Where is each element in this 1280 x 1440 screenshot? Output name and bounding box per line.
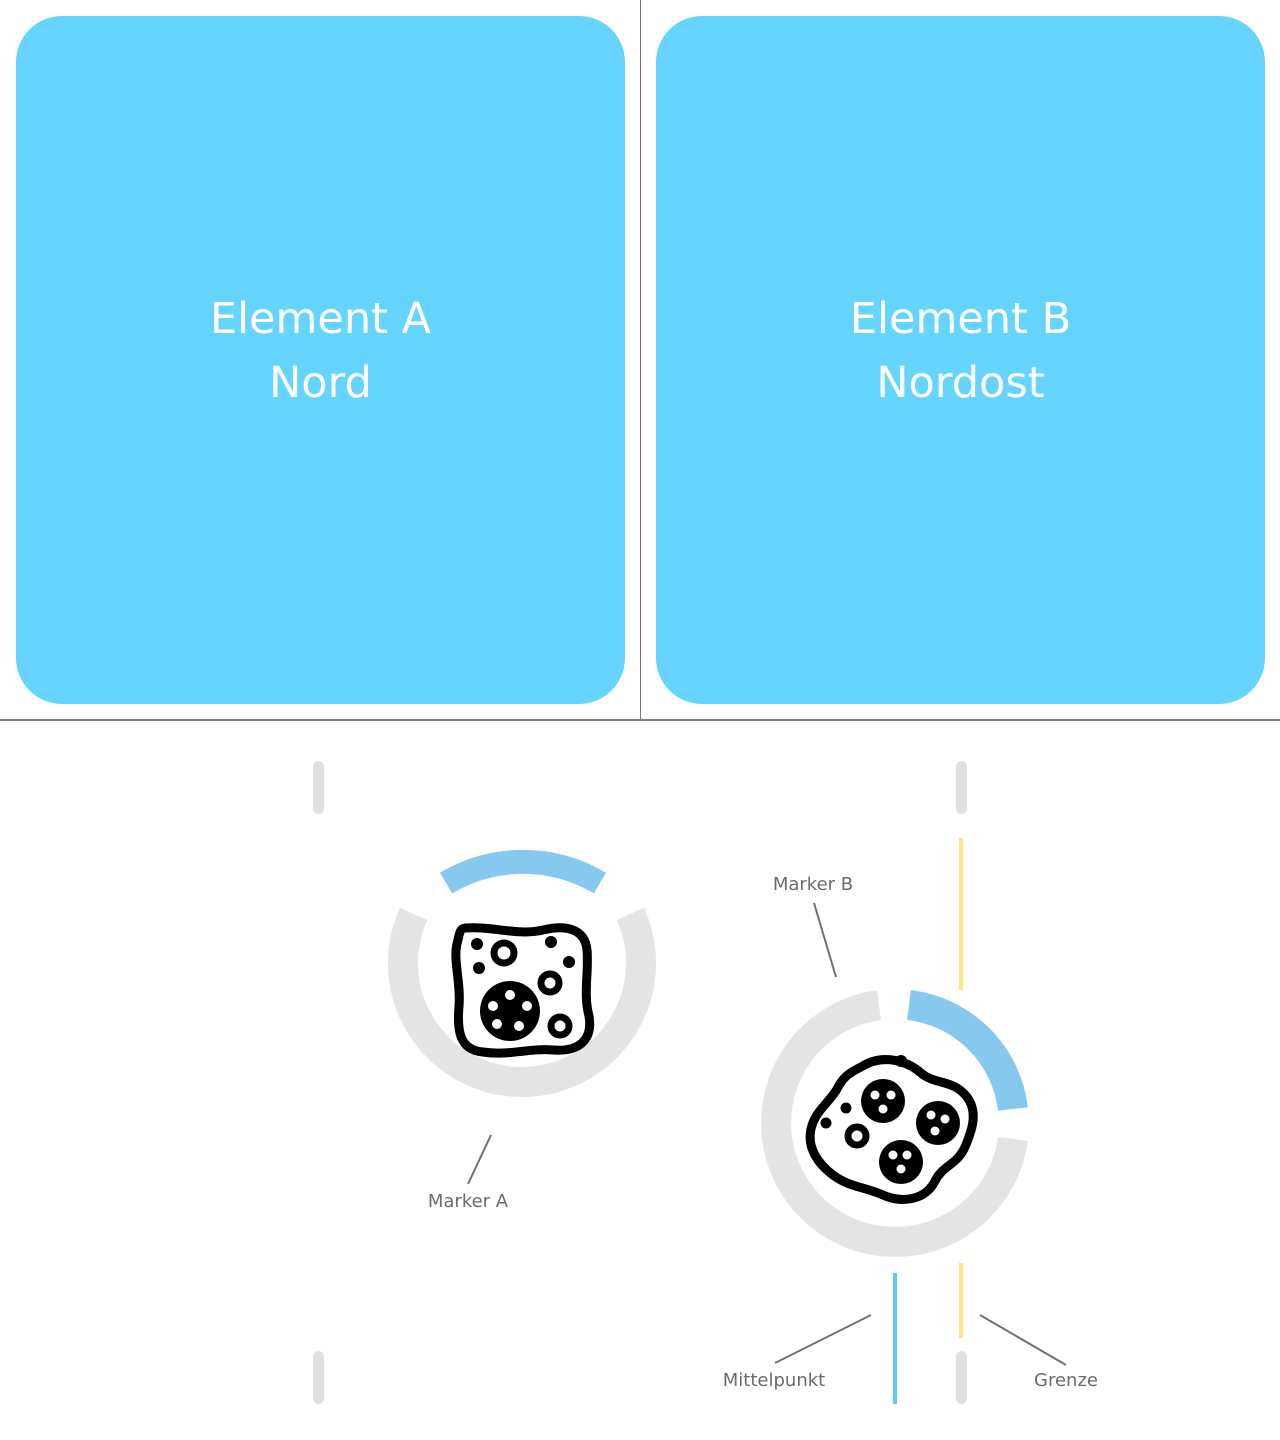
card-element-a-text: Element A Nord [210, 287, 431, 415]
callout-line-marker-b [813, 902, 837, 978]
marker-a-ring [388, 907, 656, 1097]
marker-b-ring-highlight [906, 990, 1028, 1112]
tick-bottom-right [956, 1351, 967, 1404]
callout-line-boundary [979, 1314, 1067, 1366]
cell-icon [451, 923, 595, 1058]
horizontal-divider [0, 719, 1280, 721]
marker-diagram: Marker A Marker B Mittelpunkt Grenze [313, 761, 1098, 1404]
card-element-b-direction: Nordost [876, 358, 1045, 408]
card-element-b-title: Element B [849, 294, 1072, 344]
card-element-a: Element A Nord [16, 16, 625, 704]
marker-b-label: Marker B [773, 874, 853, 895]
callout-line-marker-a [467, 1134, 492, 1185]
vertical-divider [640, 0, 641, 720]
marker-b-ring [761, 990, 1028, 1257]
marker-a [388, 849, 656, 1097]
callout-line-center [774, 1314, 872, 1364]
tick-bottom-left [313, 1351, 324, 1404]
marker-b [761, 990, 1028, 1257]
card-element-b: Element B Nordost [656, 16, 1265, 704]
cell-icon [805, 1055, 978, 1204]
boundary-label: Grenze [1034, 1370, 1098, 1391]
tick-top-left [313, 761, 324, 814]
center-label: Mittelpunkt [723, 1370, 825, 1391]
marker-a-ring-highlight [439, 849, 607, 894]
card-element-a-direction: Nord [269, 358, 372, 408]
card-element-a-title: Element A [209, 294, 432, 344]
card-element-b-text: Element B Nordost [850, 287, 1071, 415]
tick-top-right [956, 761, 967, 814]
marker-a-label: Marker A [428, 1191, 509, 1212]
